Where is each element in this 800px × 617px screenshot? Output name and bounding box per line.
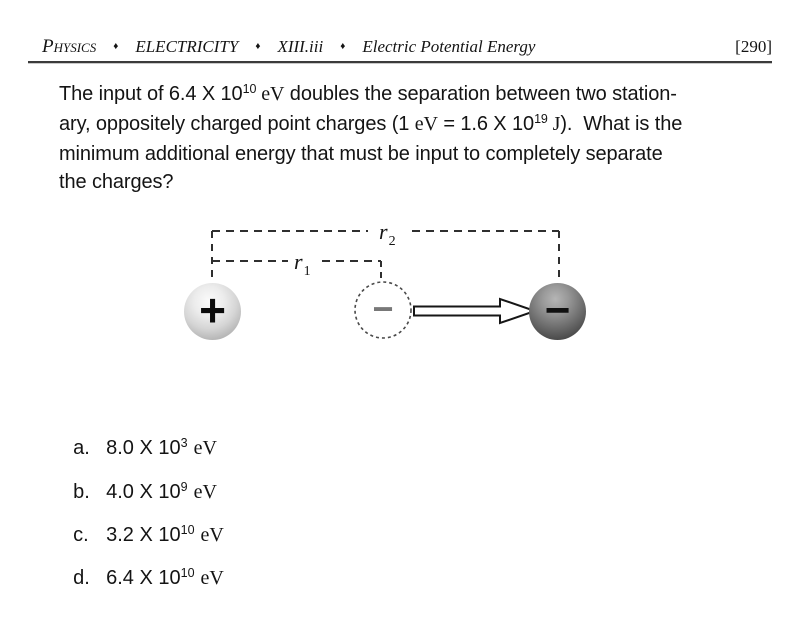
unit-joule: J (547, 113, 561, 135)
r2-dashed-bracket (211, 230, 560, 282)
plus-sign: + (199, 283, 226, 336)
question-line-3: minimum additional energy that must be i… (59, 140, 682, 168)
ghost-minus-sign: − (372, 288, 394, 329)
option-unit: eV (193, 437, 217, 459)
r2-subscript: 2 (388, 234, 396, 249)
ghost-charge-outline (354, 281, 412, 339)
breadcrumb: Physics ♦ ELECTRICITY ♦ XIII.iii ♦ Elect… (42, 36, 535, 58)
unit-ev: eV (414, 113, 438, 135)
option-value: 3.2 X 10 (106, 524, 181, 546)
option-c: c. 3.2 X 1010 eV (62, 501, 224, 547)
page-header: Physics ♦ ELECTRICITY ♦ XIII.iii ♦ Elect… (28, 36, 772, 58)
question-text: The input of 6.4 X 1010 eV doubles the s… (59, 80, 682, 196)
header-course: Physics (42, 36, 97, 57)
exponent: 19 (534, 112, 548, 126)
option-letter: c. (73, 524, 89, 546)
option-exponent: 9 (180, 480, 188, 494)
option-d: d. 6.4 X 1010 eV (62, 544, 224, 590)
r1-subscript: 1 (303, 264, 311, 279)
diamond-separator-icon: ♦ (255, 41, 261, 52)
question-segment: ary, oppositely charged point charges (1 (59, 113, 415, 135)
option-letter: a. (73, 437, 90, 459)
option-value: 8.0 X 10 (106, 437, 181, 459)
question-line-2: ary, oppositely charged point charges (1… (59, 110, 682, 140)
header-topic: Electric Potential Energy (362, 37, 536, 56)
question-segment: = 1.6 X 10 (437, 113, 535, 135)
question-segment: doubles the separation between two stati… (284, 83, 677, 105)
displacement-arrow (413, 297, 539, 325)
option-value: 6.4 X 10 (106, 567, 181, 589)
question-segment: the charges? (59, 171, 174, 193)
header-section: XIII.iii (277, 37, 324, 56)
option-b: b. 4.0 X 109 eV (62, 458, 217, 504)
option-exponent: 10 (180, 523, 195, 537)
option-unit: eV (200, 567, 224, 589)
option-letter: d. (73, 567, 90, 589)
exponent: 10 (242, 82, 257, 96)
option-a: a. 8.0 X 103 eV (62, 414, 217, 460)
question-segment: minimum additional energy that must be i… (59, 143, 663, 165)
page-number: [290] (735, 37, 772, 56)
header-rule (28, 61, 772, 64)
option-exponent: 10 (180, 566, 195, 580)
diamond-separator-icon: ♦ (113, 41, 119, 52)
r1-base: r (294, 249, 303, 274)
r1-label: r1 (294, 249, 311, 279)
option-exponent: 3 (180, 436, 188, 450)
question-line-1: The input of 6.4 X 1010 eV doubles the s… (59, 80, 682, 110)
option-unit: eV (200, 524, 224, 546)
question-segment: The input of 6.4 X 10 (59, 83, 243, 105)
diamond-separator-icon: ♦ (340, 41, 346, 52)
option-unit: eV (193, 481, 217, 503)
option-letter: b. (73, 481, 90, 503)
header-unit: ELECTRICITY (135, 37, 239, 56)
separation-diagram (211, 230, 560, 339)
question-line-4: the charges? (59, 168, 682, 196)
r2-base: r (379, 219, 388, 244)
question-segment: ). What is the (560, 113, 683, 135)
negative-charge-sphere: − (529, 283, 586, 340)
option-value: 4.0 X 10 (106, 481, 181, 503)
r1-dashed-bracket (212, 260, 382, 281)
unit-ev: eV (256, 83, 285, 105)
r2-label: r2 (379, 219, 396, 249)
minus-sign: − (544, 285, 571, 335)
positive-charge-sphere: + (184, 283, 241, 340)
